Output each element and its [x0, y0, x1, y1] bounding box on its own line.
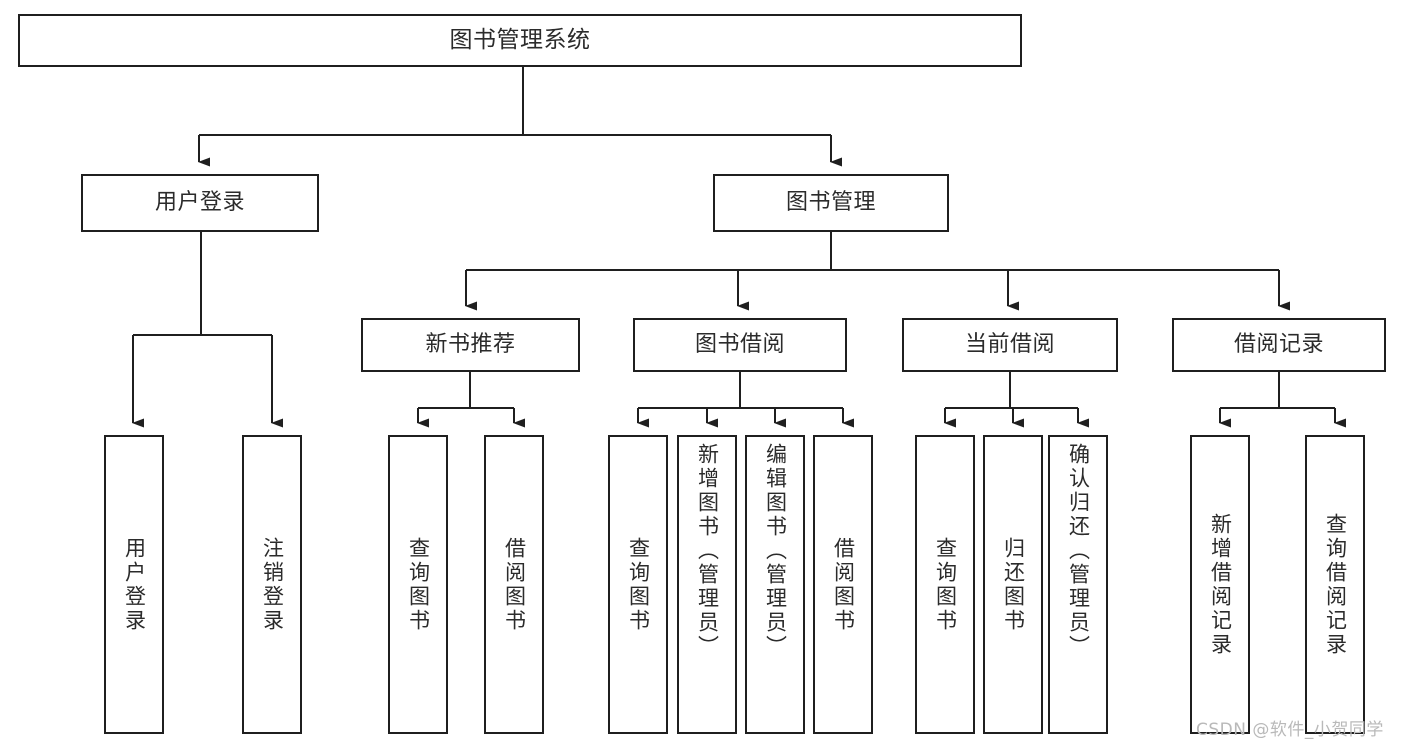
node-label-new-book-recommend: 新书推荐 [425, 332, 516, 358]
node-label-leaf-query-borrow-record: 查询借阅记录 [1323, 513, 1348, 657]
node-label-leaf-logout: 注销登录 [260, 537, 285, 633]
node-leaf-return-book[interactable]: 归还图书 [983, 435, 1043, 734]
node-label-leaf-edit-book-admin: 编辑图书（管理员） [763, 443, 788, 659]
node-label-borrow-record: 借阅记录 [1233, 332, 1324, 358]
csdn-watermark: CSDN @软件_小贺同学 [1196, 720, 1384, 740]
node-label-book-borrow: 图书借阅 [694, 332, 785, 358]
node-new-book-recommend[interactable]: 新书推荐 [361, 318, 580, 372]
node-leaf-query-book-recommend[interactable]: 查询图书 [388, 435, 448, 734]
node-leaf-add-book-admin[interactable]: 新增图书（管理员） [677, 435, 737, 734]
node-label-root: 图书管理系统 [449, 26, 591, 53]
node-leaf-edit-book-admin[interactable]: 编辑图书（管理员） [745, 435, 805, 734]
node-user-login[interactable]: 用户登录 [81, 174, 319, 232]
node-label-leaf-return-book: 归还图书 [1001, 537, 1026, 633]
node-label-current-borrow: 当前借阅 [964, 332, 1055, 358]
node-leaf-logout[interactable]: 注销登录 [242, 435, 302, 734]
node-label-leaf-borrow-book-recommend: 借阅图书 [502, 537, 527, 633]
node-leaf-user-login[interactable]: 用户登录 [104, 435, 164, 734]
node-label-leaf-add-borrow-record: 新增借阅记录 [1208, 513, 1233, 657]
node-leaf-add-borrow-record[interactable]: 新增借阅记录 [1190, 435, 1250, 734]
node-label-leaf-query-book-current: 查询图书 [933, 537, 958, 633]
node-label-leaf-confirm-return-admin: 确认归还（管理员） [1066, 443, 1091, 659]
node-leaf-query-book-current[interactable]: 查询图书 [915, 435, 975, 734]
node-label-leaf-query-book-borrow: 查询图书 [626, 537, 651, 633]
node-label-leaf-query-book-recommend: 查询图书 [406, 537, 431, 633]
node-label-leaf-user-login: 用户登录 [122, 537, 147, 633]
node-book-borrow[interactable]: 图书借阅 [633, 318, 847, 372]
node-leaf-borrow-book[interactable]: 借阅图书 [813, 435, 873, 734]
node-label-leaf-borrow-book: 借阅图书 [831, 537, 856, 633]
node-leaf-borrow-book-recommend[interactable]: 借阅图书 [484, 435, 544, 734]
node-current-borrow[interactable]: 当前借阅 [902, 318, 1118, 372]
node-root-system[interactable]: 图书管理系统 [18, 14, 1022, 67]
node-leaf-query-book-borrow[interactable]: 查询图书 [608, 435, 668, 734]
node-leaf-query-borrow-record[interactable]: 查询借阅记录 [1305, 435, 1365, 734]
node-label-user-login: 用户登录 [154, 190, 245, 216]
node-borrow-record[interactable]: 借阅记录 [1172, 318, 1386, 372]
node-label-book-management: 图书管理 [785, 190, 876, 216]
node-leaf-confirm-return-admin[interactable]: 确认归还（管理员） [1048, 435, 1108, 734]
node-label-leaf-add-book-admin: 新增图书（管理员） [695, 443, 720, 659]
node-book-management[interactable]: 图书管理 [713, 174, 949, 232]
